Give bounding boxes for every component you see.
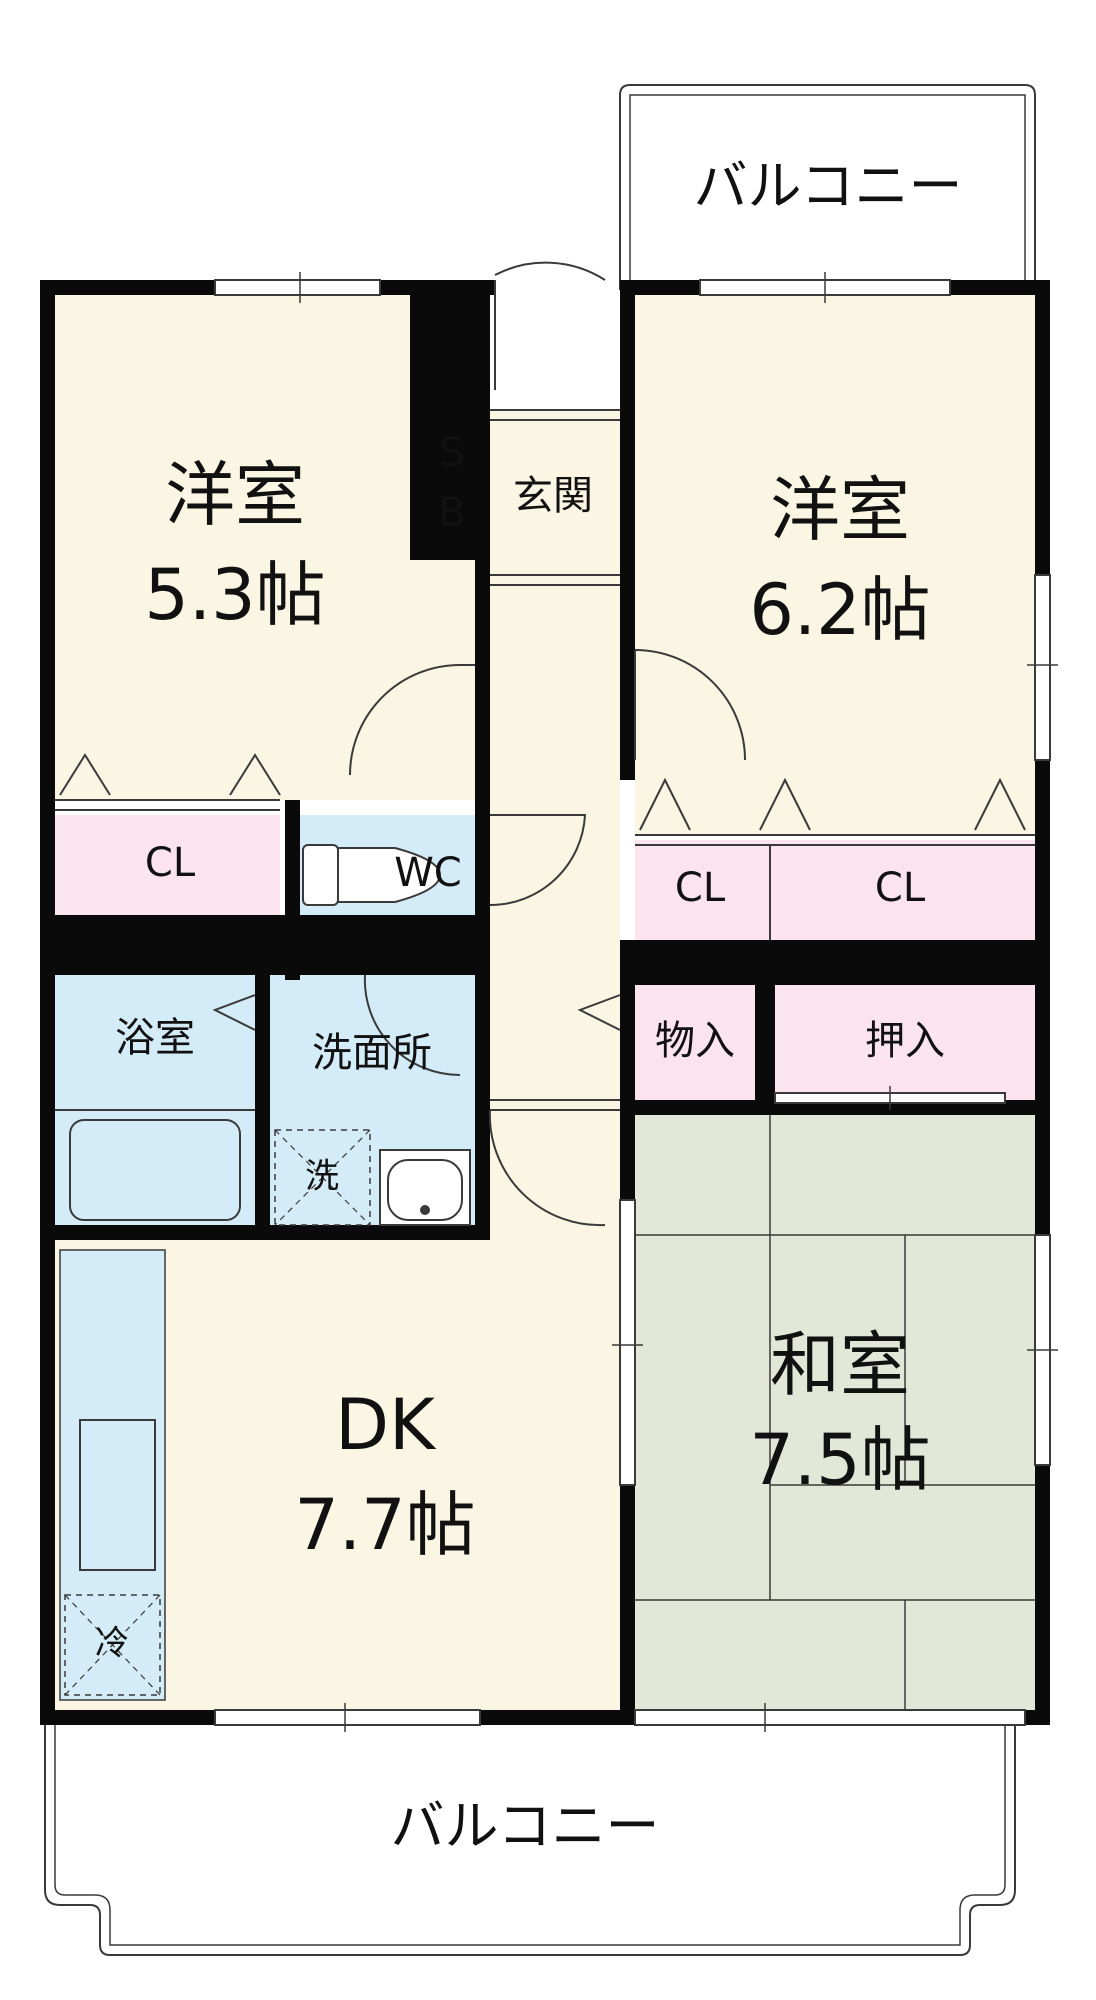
toilet-icon <box>302 844 442 906</box>
closet-right-2 <box>770 840 1035 940</box>
bathtub-icon <box>69 1119 241 1221</box>
oshiire <box>775 985 1035 1100</box>
storage-label: 物入 <box>655 1018 735 1064</box>
storage <box>635 985 755 1100</box>
balcony-bottom <box>44 1725 1016 1956</box>
tatami-lines <box>635 1115 1035 1715</box>
closet-right-1-label: CL <box>675 865 726 911</box>
western-room-left-size: 5.3帖 <box>144 554 325 636</box>
washitsu-size: 7.5帖 <box>749 1419 930 1501</box>
bathroom-label: 浴室 <box>115 1015 195 1061</box>
balcony-bottom-label: バルコニー <box>391 1795 660 1858</box>
sink-icon <box>79 1419 156 1571</box>
tatami-floor <box>635 1115 1035 1715</box>
partitions <box>55 409 1035 1111</box>
entrance-label: 玄関 <box>513 473 593 519</box>
washroom-label: 洗面所 <box>312 1030 432 1076</box>
western-room-right-name: 洋室 <box>770 469 910 551</box>
shoe-box-s: S <box>439 430 464 476</box>
western-room-left-floor <box>55 295 475 800</box>
dk-name: DK <box>335 1384 437 1466</box>
balcony-bottom-inner <box>54 1725 1006 1946</box>
balcony-top-label: バルコニー <box>694 155 963 218</box>
fridge-label: 冷 <box>95 1624 129 1664</box>
window-ticks <box>299 272 1058 1732</box>
washitsu-name: 和室 <box>770 1324 910 1406</box>
door-swings <box>349 261 746 1227</box>
closet-left <box>55 815 280 915</box>
washer-space <box>274 1129 371 1226</box>
western-room-right-size: 6.2帖 <box>749 569 930 651</box>
fridge-space <box>64 1594 161 1696</box>
oshiire-label: 押入 <box>865 1018 945 1064</box>
closet-left-label: CL <box>145 840 196 886</box>
western-room-right-floor <box>635 295 1035 835</box>
folding-doors <box>59 753 1026 1031</box>
balcony-top-inner <box>629 94 1026 290</box>
wc-label: WC <box>394 850 461 896</box>
closet-right-2-label: CL <box>875 865 926 911</box>
shoe-box-b: B <box>438 490 465 536</box>
western-room-left-name: 洋室 <box>165 454 305 536</box>
closet-right-1 <box>635 840 770 940</box>
dk-size: 7.7帖 <box>294 1484 475 1566</box>
washbasin-icon <box>379 1149 471 1226</box>
entrance-floor <box>490 415 620 575</box>
dk-upper-floor <box>490 1105 620 1245</box>
balcony-top <box>619 84 1036 290</box>
washer-label: 洗 <box>305 1157 339 1197</box>
